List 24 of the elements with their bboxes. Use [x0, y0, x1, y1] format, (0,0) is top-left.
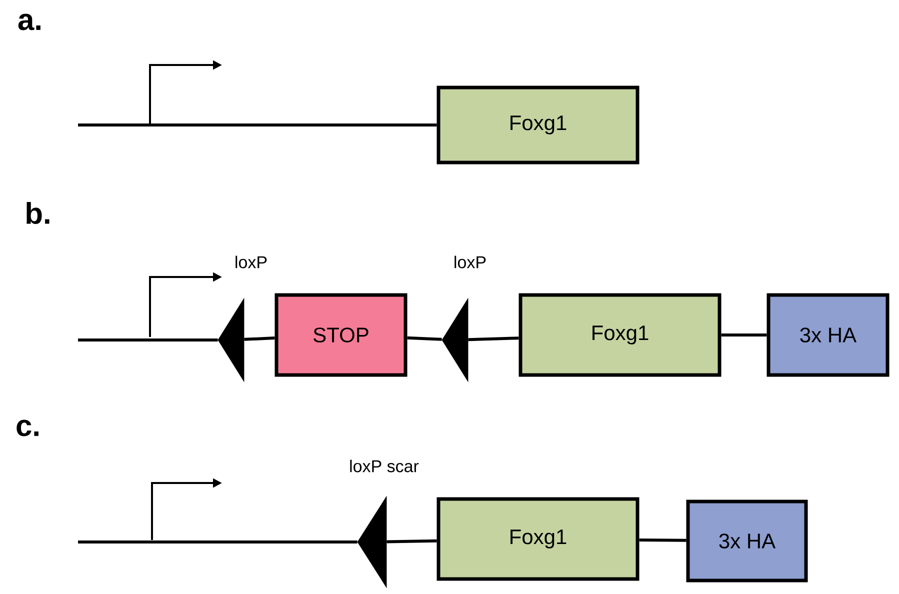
- dna-line: [407, 336, 442, 341]
- loxp-triangle: [442, 298, 468, 382]
- gene-box: Foxg1: [436, 86, 640, 164]
- panel-label: c.: [16, 420, 38, 436]
- gene-box: 3x HA: [766, 293, 890, 377]
- dna-line: [244, 336, 275, 341]
- loxp-triangle: [218, 298, 244, 382]
- dna-line: [78, 338, 218, 342]
- dna-line: [721, 334, 767, 336]
- dna-line: [639, 538, 686, 542]
- panel-label: a.: [18, 14, 40, 30]
- site-label: loxP: [454, 256, 486, 268]
- gene-box: STOP: [274, 293, 408, 377]
- loxp-triangle: [357, 496, 387, 588]
- site-label: loxP scar: [350, 460, 419, 472]
- gene-box: Foxg1: [436, 497, 640, 581]
- dna-line: [468, 336, 519, 342]
- dna-line: [386, 539, 437, 544]
- panel-label: b.: [26, 202, 50, 224]
- site-label: loxP: [236, 256, 267, 268]
- gene-box: 3x HA: [686, 500, 808, 582]
- gene-box: Foxg1: [518, 293, 722, 377]
- dna-line: [78, 124, 437, 126]
- dna-line: [78, 540, 358, 544]
